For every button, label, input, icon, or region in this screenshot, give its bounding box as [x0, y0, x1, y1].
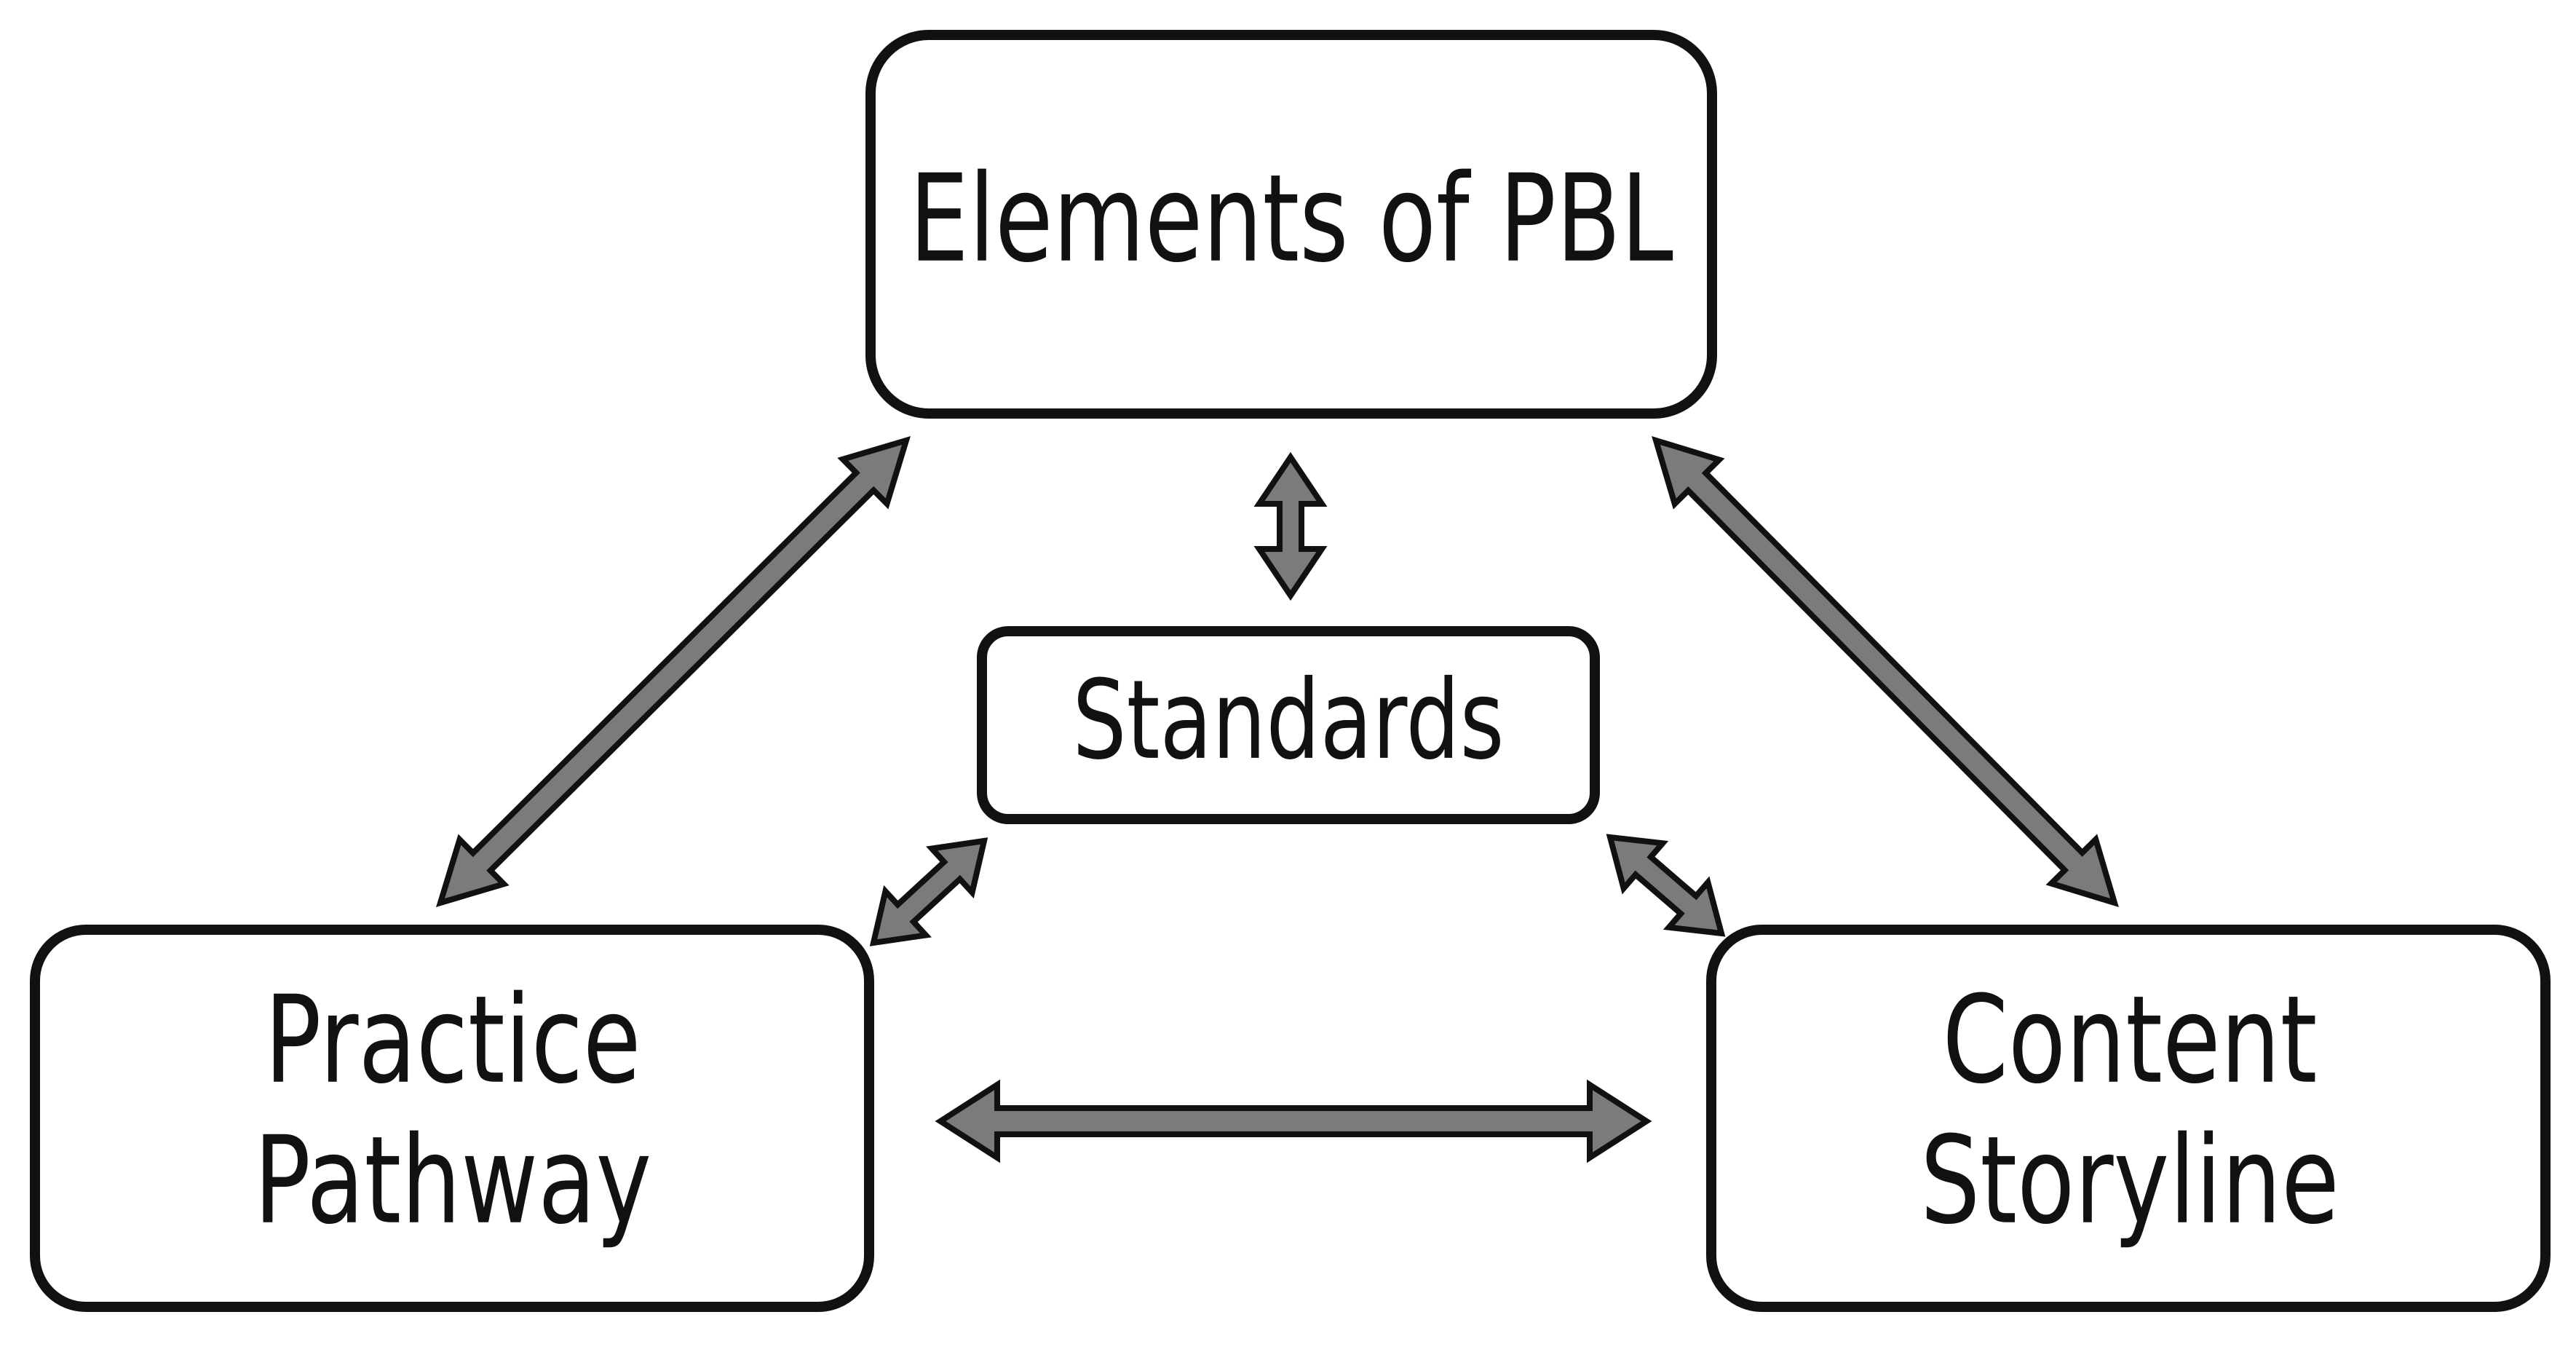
node-content-line1: Content [1943, 970, 2318, 1111]
arrow-elements-standards [1253, 451, 1328, 601]
node-practice-box [30, 925, 874, 1312]
node-content-storyline: Content Storyline [1706, 925, 2551, 1312]
node-standards-label: Standards [1072, 656, 1504, 783]
node-elements-label: Elements of PBL [909, 149, 1673, 290]
node-elements-box [865, 30, 1717, 419]
arrow-elements-content [1652, 436, 2119, 907]
node-practice-line2: Pathway [254, 1111, 651, 1252]
arrow-elements-practice [436, 436, 911, 907]
node-content-box [1706, 925, 2551, 1312]
arrow-standards-practice [869, 837, 988, 946]
node-standards-box [977, 626, 1600, 824]
node-content-line2: Storyline [1920, 1111, 2339, 1252]
node-practice-line1: Practice [264, 970, 641, 1111]
node-elements-of-pbl: Elements of PBL [865, 30, 1717, 419]
node-practice-pathway: Practice Pathway [30, 925, 874, 1312]
arrow-practice-content [935, 1079, 1652, 1163]
arrow-standards-content [1606, 834, 1726, 937]
node-standards: Standards [977, 626, 1600, 824]
